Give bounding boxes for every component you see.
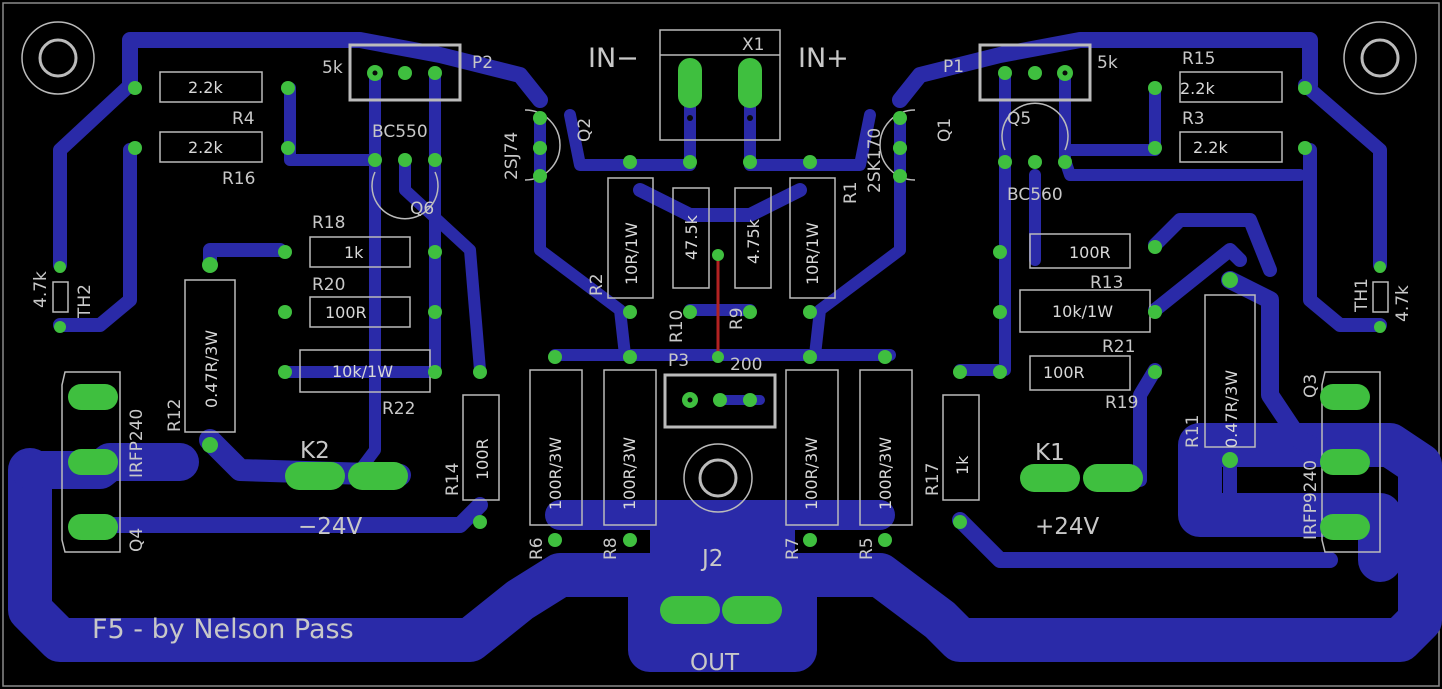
value-p2: 5k	[322, 58, 343, 78]
value-r16: 2.2k	[188, 138, 223, 157]
value-th2: 4.7k	[31, 271, 51, 308]
ref-th1: TH1	[1352, 278, 1372, 313]
value-r21: 10k/1W	[1052, 302, 1113, 321]
value-r13: 100R	[1069, 243, 1111, 262]
label-in-minus: IN−	[588, 43, 639, 74]
ref-r2: R2	[587, 273, 607, 296]
value-r2: 10R/1W	[622, 222, 641, 285]
value-r22: 10k/1W	[332, 362, 393, 381]
ref-r16: R16	[222, 169, 255, 189]
ref-r19: R19	[1105, 393, 1138, 413]
value-q1: 2SK170	[865, 128, 885, 193]
ref-r6: R6	[527, 537, 547, 560]
value-th1: 4.7k	[1393, 285, 1413, 322]
ref-r11: R11	[1183, 415, 1203, 448]
value-r6: 100R/3W	[546, 437, 565, 510]
ref-r10: R10	[667, 310, 687, 343]
value-r3: 2.2k	[1193, 138, 1228, 157]
ref-p3: P3	[668, 351, 689, 371]
value-p1: 5k	[1097, 53, 1118, 73]
ref-q4: Q4	[127, 528, 147, 552]
pads	[54, 58, 1386, 624]
ref-q2: Q2	[575, 118, 595, 142]
value-r8: 100R/3W	[620, 437, 639, 510]
ref-r20: R20	[312, 275, 345, 295]
ref-r1: R1	[841, 181, 861, 204]
value-r9: 4.75k	[744, 218, 763, 264]
value-r4: 2.2k	[188, 78, 223, 97]
value-r12: 0.47R/3W	[202, 330, 221, 408]
ref-q5: Q5	[1007, 109, 1031, 129]
value-r18: 1k	[344, 243, 364, 262]
label-out: OUT	[690, 650, 740, 676]
value-r19: 100R	[1043, 363, 1085, 382]
value-r10: 47.5k	[682, 214, 701, 260]
ref-r7: R7	[783, 537, 803, 560]
ref-k2: K2	[300, 438, 330, 464]
value-r5: 100R/3W	[876, 437, 895, 510]
board-title: F5 - by Nelson Pass	[92, 614, 354, 645]
ref-r5: R5	[857, 537, 877, 560]
ref-q6: Q6	[410, 199, 434, 219]
ref-q1: Q1	[935, 118, 955, 142]
ref-r14: R14	[443, 463, 463, 496]
ref-p2: P2	[472, 53, 493, 73]
ref-j2: J2	[700, 546, 723, 572]
value-q5: BC560	[1007, 185, 1063, 205]
value-p3: 200	[730, 355, 762, 375]
ref-r15: R15	[1182, 49, 1215, 69]
ref-p1: P1	[943, 57, 964, 77]
ref-r21: R21	[1102, 337, 1135, 357]
label-pos-supply: +24V	[1035, 514, 1100, 540]
ref-q3: Q3	[1301, 374, 1321, 398]
ref-k1: K1	[1035, 440, 1065, 466]
value-r15: 2.2k	[1180, 79, 1215, 98]
value-q2: 2SJ74	[502, 132, 522, 180]
label-in-plus: IN+	[798, 43, 849, 74]
value-r17: 1k	[953, 455, 972, 475]
value-q4: IRFP240	[127, 409, 147, 478]
ref-r9: R9	[727, 307, 747, 330]
ref-r18: R18	[312, 213, 345, 233]
ref-r3: R3	[1182, 109, 1205, 129]
ref-r13: R13	[1090, 273, 1123, 293]
ref-r17: R17	[923, 463, 943, 496]
value-q6: BC550	[372, 122, 428, 142]
silkscreen-text: IN− IN+ X1 5k P2 P1 5k 2.2k R4 2.2k R16 …	[31, 35, 1413, 676]
value-r11: 0.47R/3W	[1222, 370, 1241, 448]
value-r14: 100R	[473, 438, 492, 480]
value-r20: 100R	[325, 303, 367, 322]
value-r1: 10R/1W	[803, 222, 822, 285]
ref-r4: R4	[232, 109, 255, 129]
ref-x1: X1	[742, 35, 764, 55]
ref-th2: TH2	[75, 284, 95, 319]
ref-r12: R12	[165, 399, 185, 432]
value-q3: IRFP9240	[1301, 460, 1321, 540]
ref-r8: R8	[601, 537, 621, 560]
value-r7: 100R/3W	[802, 437, 821, 510]
label-neg-supply: −24V	[298, 514, 363, 540]
ref-r22: R22	[382, 399, 415, 419]
